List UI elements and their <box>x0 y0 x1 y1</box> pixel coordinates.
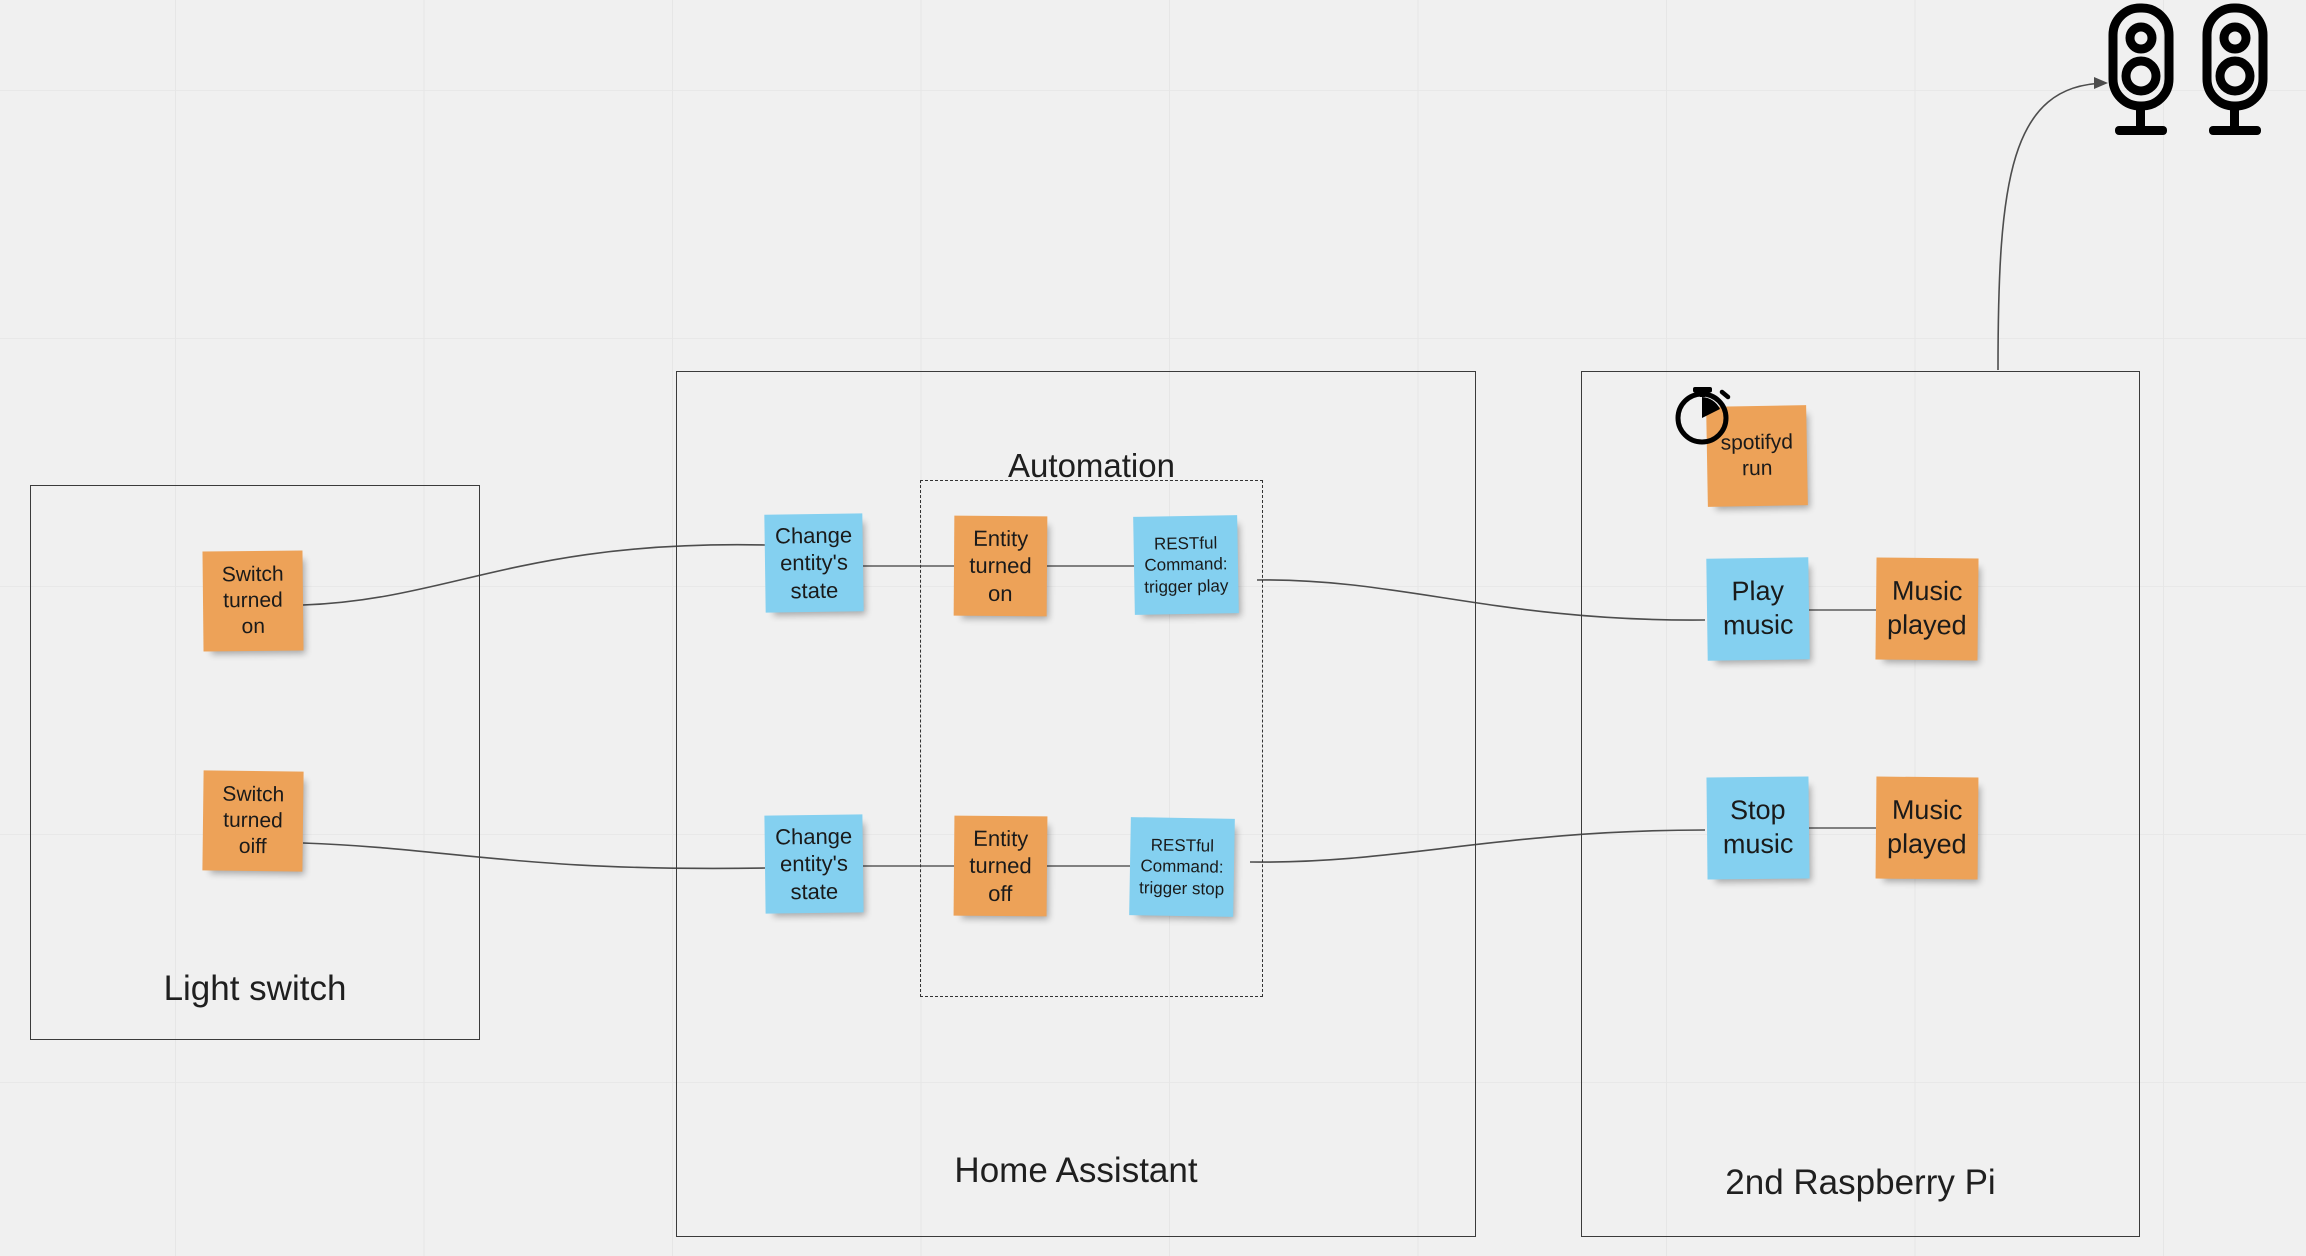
speaker-icon-left <box>2108 3 2174 135</box>
note-entity-turned-off[interactable]: Entity turned off <box>953 815 1048 917</box>
note-restful-command-play-text: RESTful Command: trigger play <box>1144 533 1229 597</box>
note-restful-command-stop[interactable]: RESTful Command: trigger stop <box>1129 817 1235 917</box>
note-entity-turned-on[interactable]: Entity turned on <box>953 515 1048 617</box>
edge-raspberry-pi-to-speaker <box>1997 82 2106 371</box>
group-home-assistant-label: Home Assistant <box>954 1151 1198 1190</box>
note-entity-turned-on-text: Entity turned on <box>969 525 1032 606</box>
note-music-played-top[interactable]: Music played <box>1875 557 1979 661</box>
group-automation[interactable] <box>920 480 1263 997</box>
note-switch-turned-off[interactable]: Switch turned oiff <box>202 770 304 872</box>
note-music-played-bottom[interactable]: Music played <box>1875 776 1979 880</box>
note-switch-turned-on[interactable]: Switch turned on <box>202 550 304 652</box>
note-play-music[interactable]: Play music <box>1706 557 1810 661</box>
group-home-assistant[interactable] <box>676 371 1476 1237</box>
note-change-entity-state-on-text: Change entity's state <box>774 522 853 604</box>
note-switch-turned-on-text: Switch turned on <box>221 562 284 639</box>
group-light-switch[interactable] <box>30 485 480 1040</box>
note-change-entity-state-on[interactable]: Change entity's state <box>764 513 864 613</box>
arrowhead-to-speaker <box>2094 77 2108 89</box>
group-light-switch-label: Light switch <box>163 969 347 1008</box>
note-stop-music[interactable]: Stop music <box>1706 776 1810 880</box>
note-music-played-bottom-text: Music played <box>1886 794 1967 860</box>
note-play-music-text: Play music <box>1722 575 1794 641</box>
note-restful-command-stop-text: RESTful Command: trigger stop <box>1138 835 1225 899</box>
speaker-icon-right <box>2202 3 2268 135</box>
note-music-played-top-text: Music played <box>1886 575 1967 641</box>
note-change-entity-state-off[interactable]: Change entity's state <box>764 814 864 914</box>
group-raspberry-pi[interactable] <box>1581 371 2140 1237</box>
group-automation-label: Automation <box>1008 447 1175 484</box>
note-entity-turned-off-text: Entity turned off <box>969 825 1032 906</box>
note-switch-turned-off-text: Switch turned oiff <box>222 782 285 859</box>
note-change-entity-state-off-text: Change entity's state <box>774 823 853 905</box>
note-stop-music-text: Stop music <box>1722 794 1794 860</box>
group-raspberry-pi-label: 2nd Raspberry Pi <box>1725 1163 1996 1202</box>
note-spotifyd-run[interactable]: spotifyd run <box>1706 405 1808 507</box>
note-spotifyd-run-text: spotifyd run <box>1720 430 1794 481</box>
note-restful-command-play[interactable]: RESTful Command: trigger play <box>1133 515 1239 615</box>
